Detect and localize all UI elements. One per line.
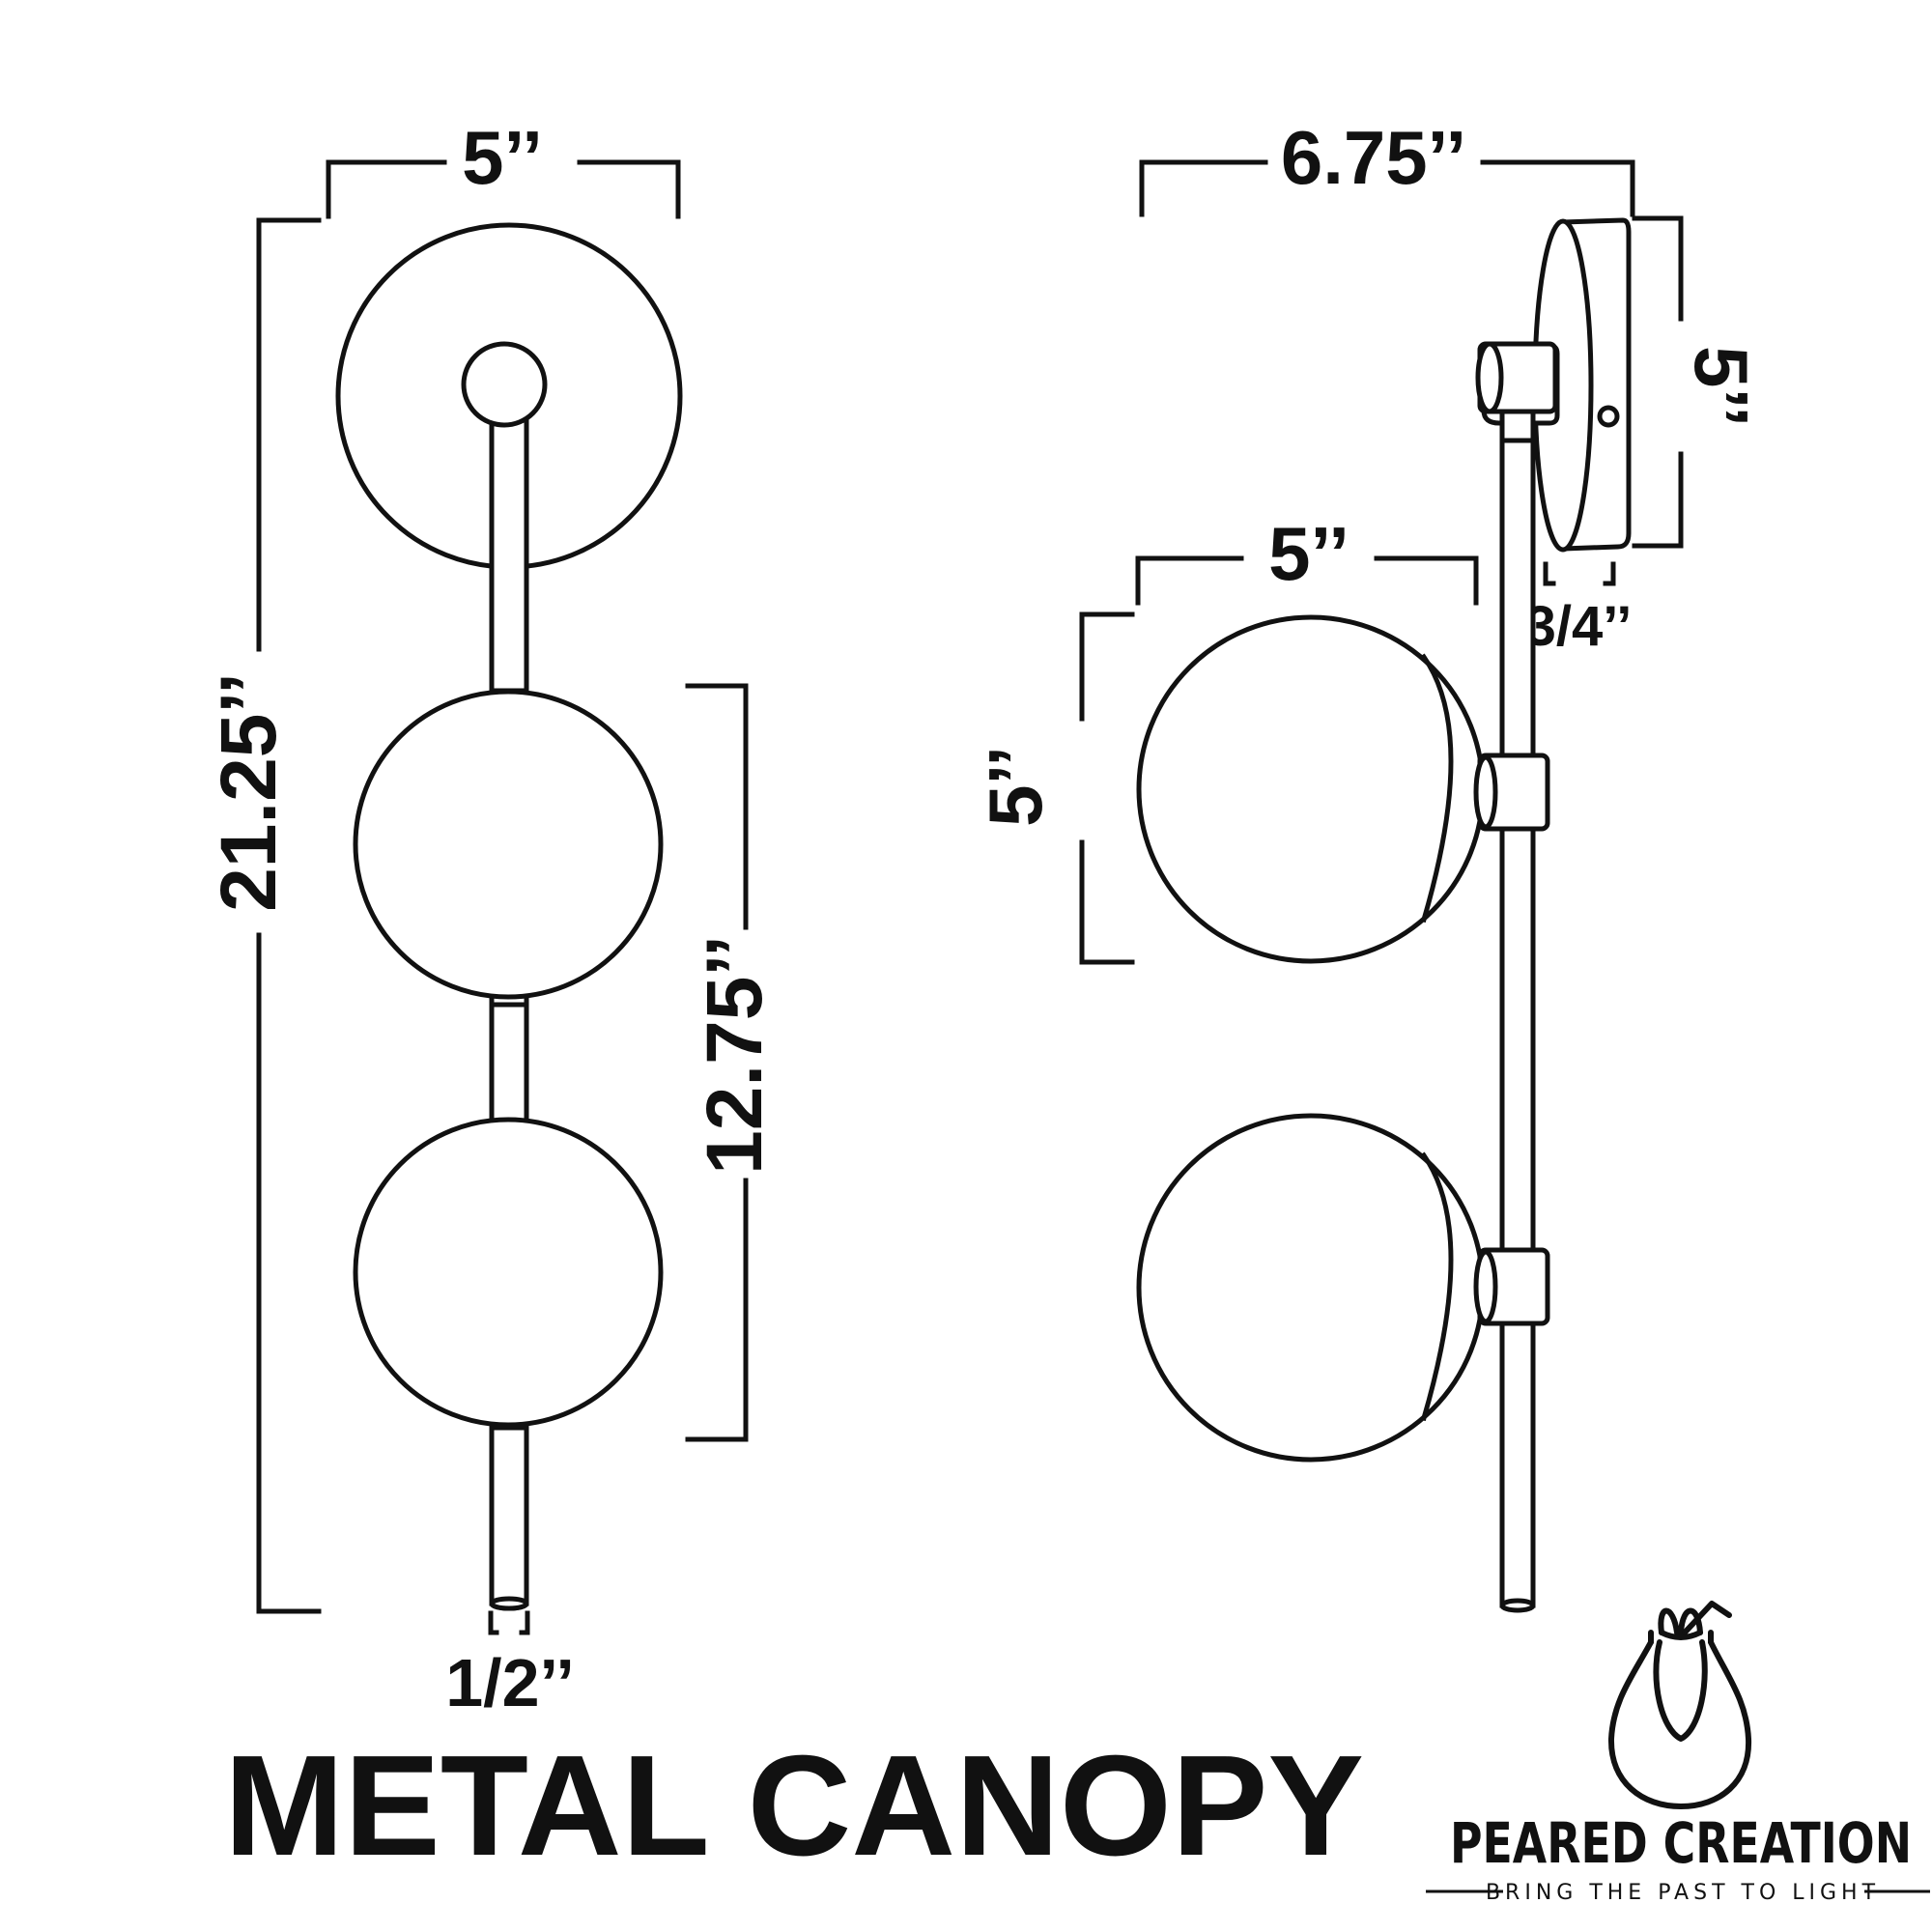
front-rod-tip <box>489 1596 529 1611</box>
front-rod-lower <box>489 1425 529 1606</box>
front-width-label: 5’’ <box>462 115 543 200</box>
side-globe-top-cap <box>1420 653 1454 923</box>
front-width-bracket <box>326 159 681 219</box>
globe-width-bracket <box>1135 555 1479 606</box>
side-depth-label: 6.75’’ <box>1281 115 1466 200</box>
front-globe-top <box>353 689 664 1000</box>
canopy-screw <box>1597 405 1620 428</box>
brand-logo: PEARED CREATION BRING THE PAST TO LIGHT <box>1426 1601 1930 1905</box>
side-rod-end <box>1499 1598 1536 1613</box>
rod-diameter-label: 1/2’’ <box>445 1645 575 1720</box>
globe-width-label: 5’’ <box>1268 511 1350 596</box>
rod-diameter-bracket <box>488 1610 530 1635</box>
globe-span-bracket <box>685 683 749 1442</box>
front-globe-bottom <box>353 1117 664 1428</box>
globe-span-label: 12.75’’ <box>691 935 779 1175</box>
canopy-height-bracket <box>1632 215 1684 549</box>
side-rod <box>1499 412 1536 1608</box>
side-arm-cap <box>1475 341 1504 414</box>
front-rod-middle <box>489 1002 529 1128</box>
front-view: 5’’ 21.25’’ 12.75’’ 1/2’’ <box>205 115 779 1720</box>
globe-height-label: 5’’ <box>973 746 1058 827</box>
bulb-icon <box>1607 1601 1752 1809</box>
side-depth-bracket <box>1139 159 1635 217</box>
front-height-label: 21.25’’ <box>205 672 293 912</box>
canopy-height-label: 5’’ <box>1679 346 1764 427</box>
brand-name: PEARED CREATION <box>1450 1810 1912 1876</box>
side-globe-bottom-cap <box>1420 1151 1454 1422</box>
front-canopy-knob <box>461 341 548 428</box>
front-height-bracket <box>256 217 322 1614</box>
canopy-depth-label: 3/4’’ <box>1525 595 1633 658</box>
front-rod-upper <box>489 412 529 694</box>
globe-height-bracket <box>1079 611 1135 965</box>
side-holder-bottom-end <box>1473 1249 1498 1324</box>
canopy-depth-bracket <box>1543 561 1616 586</box>
diagram-title: METAL CANOPY <box>224 1726 1364 1886</box>
brand-tagline: BRING THE PAST TO LIGHT <box>1486 1881 1880 1905</box>
side-view: 6.75’’ 5’’ 3/4’’ 5’’ 5’’ <box>973 115 1764 1613</box>
side-rod-top <box>1499 409 1536 443</box>
side-holder-top-end <box>1473 754 1498 830</box>
